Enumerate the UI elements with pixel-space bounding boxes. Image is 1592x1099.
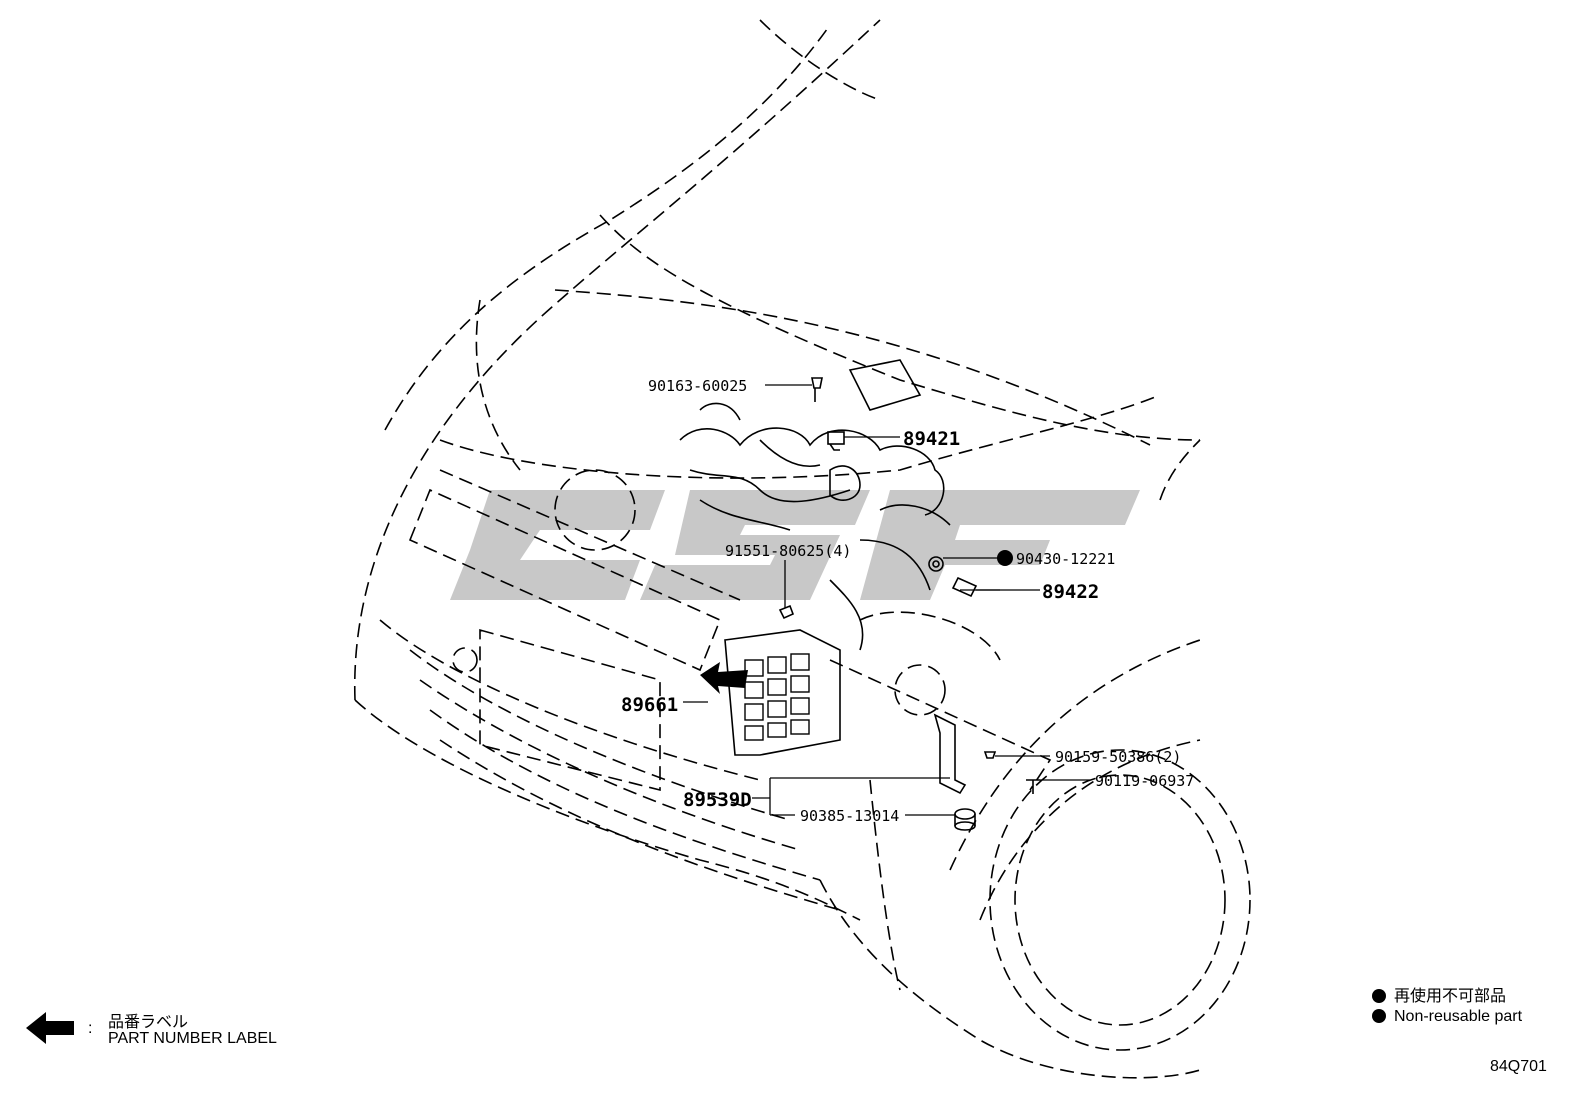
- bullet-dot-icon: [1372, 989, 1386, 1003]
- bullet-dot-icon: [1372, 1009, 1386, 1023]
- watermark-logo: [450, 490, 1140, 600]
- label-90159-50386: 90159-50386(2): [1055, 748, 1181, 766]
- bolt-90159: [983, 751, 997, 759]
- part-label-arrow: [700, 662, 748, 694]
- bolt-91551: [778, 604, 795, 620]
- engine-assembly: [679, 359, 951, 651]
- vehicle-outline: [353, 19, 1251, 1079]
- bolt-90163: [811, 377, 823, 402]
- label-89661: 89661: [621, 694, 678, 716]
- nonreusable-legend-en: Non-reusable part: [1372, 1008, 1522, 1026]
- label-91551-80625: 91551-80625(4): [725, 542, 851, 560]
- nonreusable-legend-jp: 再使用不可部品: [1372, 982, 1506, 1006]
- leader-lines: [683, 384, 1090, 816]
- label-89539d: 89539D: [683, 789, 752, 811]
- nonreusable-en-text: Non-reusable part: [1394, 1008, 1523, 1025]
- ecu-module: [724, 629, 841, 756]
- label-90163-60025: 90163-60025: [648, 377, 747, 395]
- legend-colon: :: [88, 1020, 93, 1037]
- label-90119-06937: 90119-06937: [1095, 772, 1194, 790]
- legend-part-label-en: PART NUMBER LABEL: [108, 1030, 277, 1047]
- label-90385-13014: 90385-13014: [800, 807, 899, 825]
- diagram-code: 84Q701: [1490, 1058, 1547, 1075]
- grommet-90385: [954, 808, 976, 831]
- legend-part-label-jp: 品番ラベル: [108, 1014, 189, 1031]
- gasket-90430: [928, 556, 944, 572]
- sensor-89422: [951, 576, 978, 598]
- bracket-89539d: [933, 713, 967, 795]
- left-arrow-icon: [26, 1012, 74, 1044]
- label-90430-12221: 90430-12221: [1016, 550, 1115, 568]
- part-number-label-legend: : 品番ラベル PART NUMBER LABEL: [26, 1010, 326, 1060]
- sensor-89421: [827, 431, 845, 451]
- bolt-90119: [1026, 779, 1040, 794]
- nonreusable-jp-text: 再使用不可部品: [1394, 988, 1507, 1005]
- part-labels: 90163-60025 89421 91551-80625(4) 90430-1…: [621, 377, 1194, 825]
- label-89422: 89422: [1042, 581, 1099, 603]
- nonreusable-dot: [997, 550, 1013, 566]
- label-89421: 89421: [903, 428, 960, 450]
